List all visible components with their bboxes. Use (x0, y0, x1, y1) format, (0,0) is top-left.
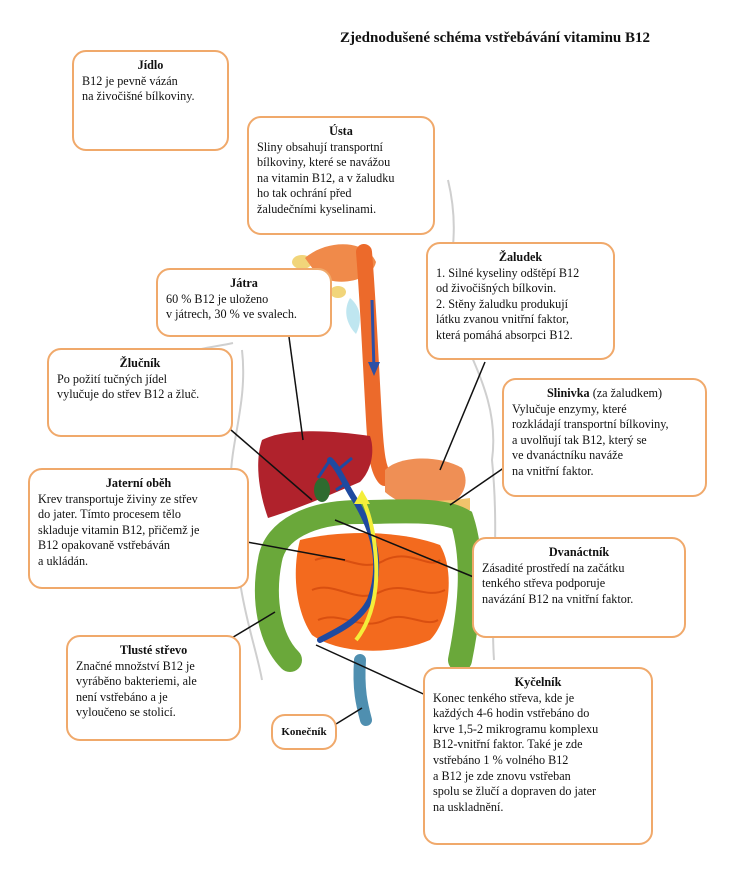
box-usta-text: Sliny obsahují transportní bílkoviny, kt… (257, 139, 395, 216)
box-slinivka-title-main: Slinivka (546, 386, 590, 400)
vein-branches (316, 456, 353, 492)
box-zlucnik-text: Po požití tučných jídel vylučuje do stře… (57, 371, 200, 402)
box-konecnik: Konečník (271, 714, 337, 750)
box-slinivka-title: Slinivka (za žaludkem) (512, 386, 697, 402)
liver (258, 431, 373, 518)
box-zaludek: Žaludek 1. Silné kyseliny odštěpí B12 od… (426, 242, 615, 360)
salivary-gland-2 (330, 286, 346, 298)
box-usta: Ústa Sliny obsahují transportní bílkovin… (247, 116, 435, 235)
box-jaterni-obeh-title: Jaterní oběh (105, 476, 172, 490)
absorption-arrow (354, 497, 379, 642)
box-dvanactnik: Dvanáctník Zásadité prostředí na začátku… (472, 537, 686, 638)
box-tluste-strevo-title: Tlusté střevo (119, 643, 188, 657)
box-jaterni-obeh: Jaterní oběh Krev transportuje živiny ze… (28, 468, 249, 589)
box-jaterni-obeh-text: Krev transportuje živiny ze střev do jat… (38, 491, 200, 568)
box-slinivka-title-note: (za žaludkem) (592, 386, 663, 400)
box-zlucnik-title: Žlučník (119, 356, 161, 370)
box-jatra-title: Játra (230, 276, 258, 290)
box-dvanactnik-text: Zásadité prostředí na začátku tenkého st… (482, 560, 634, 606)
box-zlucnik: Žlučník Po požití tučných jídel vylučuje… (47, 348, 233, 437)
box-jatra-text: 60 % B12 je uloženo v játrech, 30 % ve s… (166, 291, 297, 322)
rectum (353, 654, 372, 726)
absorption-arrow-head (354, 490, 370, 504)
box-jidlo-text: B12 je pevně vázán na živočišné bílkovin… (82, 73, 195, 104)
box-jidlo: Jídlo B12 je pevně vázán na živočišné bí… (72, 50, 229, 151)
box-kycelnik-text: Konec tenkého střeva, kde je každých 4-6… (433, 690, 599, 814)
box-tluste-strevo-text: Značné množství B12 je vyráběno bakterie… (76, 658, 197, 720)
box-zaludek-text: 1. Silné kyseliny odštěpí B12 od živočiš… (436, 265, 580, 342)
box-slinivka: Slinivka (za žaludkem) Vylučuje enzymy, … (502, 378, 707, 497)
box-dvanactnik-title: Dvanáctník (548, 545, 610, 559)
esophagus-arrow-head (368, 362, 380, 376)
box-kycelnik-title: Kyčelník (514, 675, 562, 689)
trachea (346, 298, 360, 334)
box-konecnik-title: Konečník (281, 726, 327, 738)
box-tluste-strevo: Tlusté střevo Značné množství B12 je vyr… (66, 635, 241, 741)
box-slinivka-text: Vylučuje enzymy, které rozkládají transp… (512, 401, 669, 478)
stomach (385, 458, 466, 509)
box-zaludek-title: Žaludek (498, 250, 543, 264)
box-jatra: Játra 60 % B12 je uloženo v játrech, 30 … (156, 268, 332, 337)
box-kycelnik: Kyčelník Konec tenkého střeva, kde je ka… (423, 667, 653, 845)
esophagus (356, 244, 393, 486)
connector-lines (224, 336, 509, 725)
diagram-title: Zjednodušené schéma vstřebávání vitaminu… (339, 30, 651, 46)
box-usta-title: Ústa (329, 124, 353, 138)
gallbladder (314, 478, 330, 502)
box-jidlo-title: Jídlo (137, 58, 164, 72)
esophagus-arrow (370, 299, 376, 371)
